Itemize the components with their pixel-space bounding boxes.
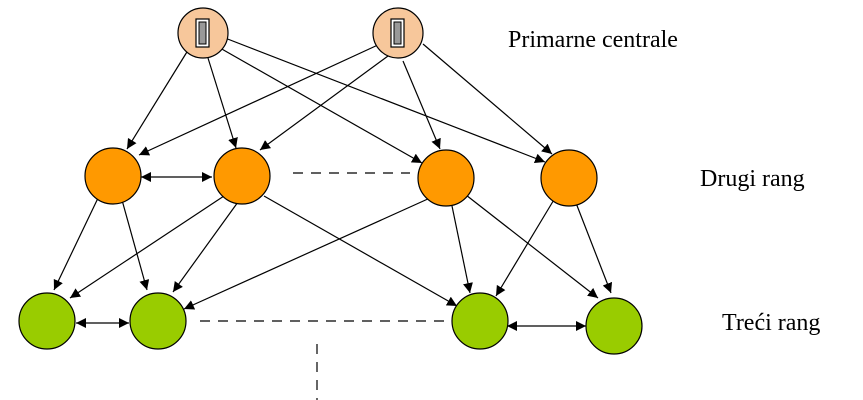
edge-s3-t2 bbox=[183, 197, 431, 310]
edge-s4-t4 bbox=[575, 202, 613, 294]
edge-p1-s4 bbox=[224, 37, 546, 164]
third-rank-nodes bbox=[18, 292, 643, 355]
bidirectional-edges bbox=[76, 172, 586, 331]
edge-p1-s1 bbox=[126, 46, 191, 150]
label-primary-centrals: Primarne centrale bbox=[508, 27, 678, 53]
label-second-rank: Drugi rang bbox=[700, 166, 805, 192]
second-rank-node-2 bbox=[213, 147, 271, 205]
third-rank-node-3 bbox=[451, 292, 509, 350]
edge-p2-s4 bbox=[422, 43, 553, 155]
edge-p2-s2 bbox=[259, 55, 389, 151]
second-edges bbox=[53, 193, 613, 310]
primary-edges bbox=[126, 37, 553, 164]
edge-p2-s1 bbox=[138, 43, 381, 156]
third-rank-node-1 bbox=[18, 292, 76, 350]
edge-s4-t3 bbox=[495, 197, 556, 297]
edge-s2-t2 bbox=[172, 201, 239, 293]
primary-node-2 bbox=[372, 7, 424, 59]
dashed-lines bbox=[200, 172, 447, 400]
third-rank-node-4 bbox=[585, 297, 643, 355]
edge-s2-t3 bbox=[263, 195, 458, 307]
edge-s1-t2 bbox=[121, 199, 150, 291]
edge-p1-s2 bbox=[207, 57, 238, 149]
second-rank-nodes bbox=[84, 147, 598, 207]
edge-s2-t1 bbox=[69, 193, 228, 299]
edge-s3-t3 bbox=[451, 205, 473, 294]
second-rank-node-1 bbox=[84, 147, 142, 205]
edge-p2-s3 bbox=[402, 60, 441, 150]
switch-icon bbox=[390, 18, 405, 48]
second-rank-node-4 bbox=[540, 149, 598, 207]
label-third-rank: Treći rang bbox=[722, 310, 821, 336]
primary-node-1 bbox=[177, 7, 229, 59]
edge-s3-t4 bbox=[465, 194, 599, 299]
third-rank-node-2 bbox=[129, 292, 187, 350]
edge-s1-t1 bbox=[53, 195, 100, 291]
second-rank-node-3 bbox=[417, 149, 475, 207]
switch-icon bbox=[195, 18, 210, 48]
